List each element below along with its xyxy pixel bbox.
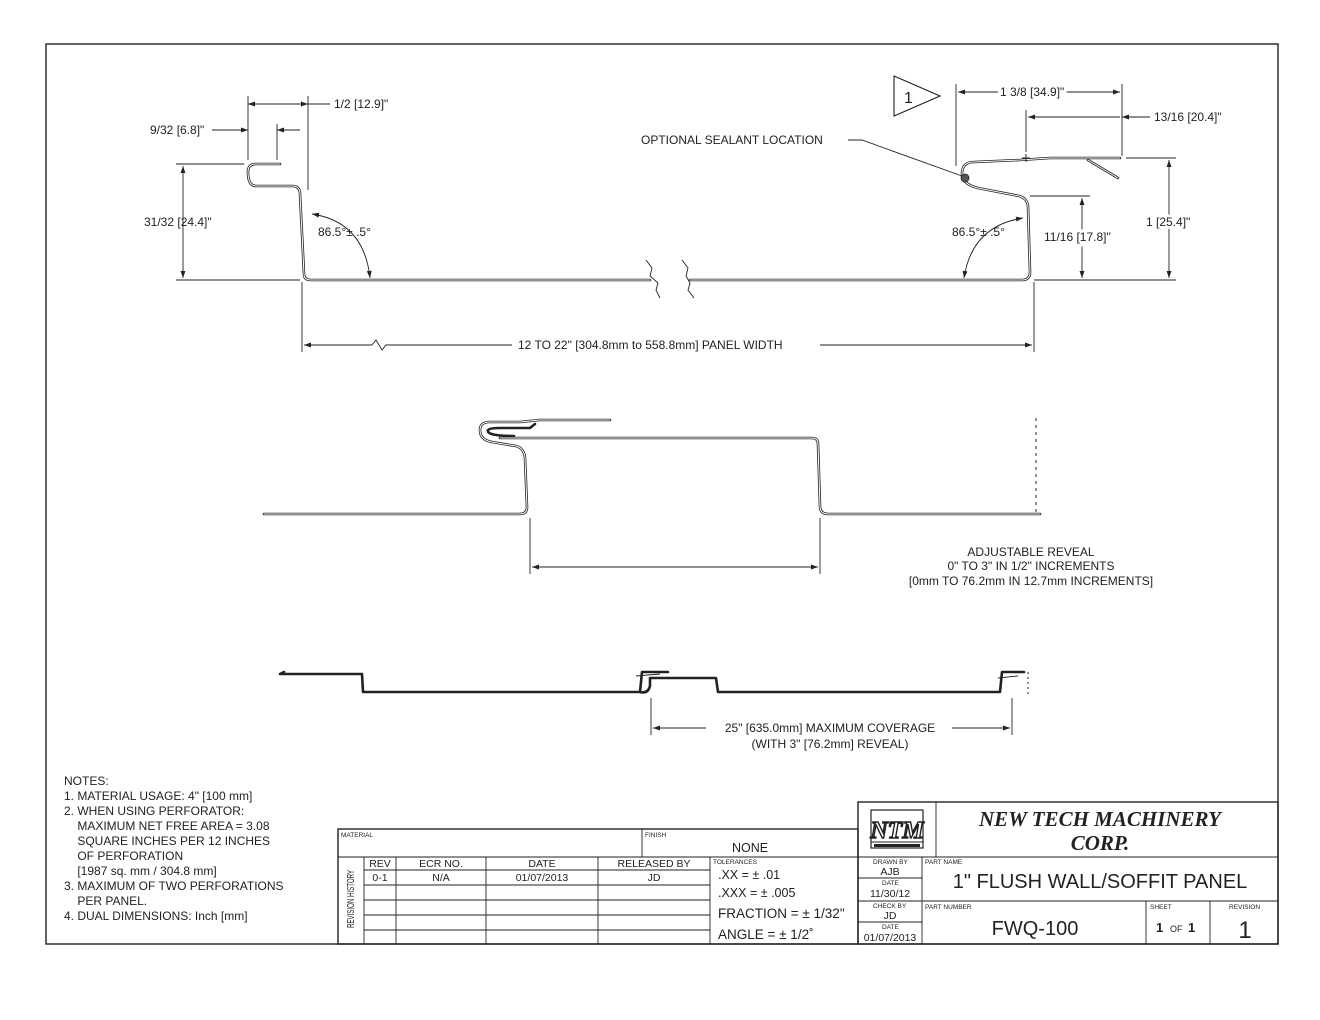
dim-right-leg: 11/16 [17.8]" (1044, 230, 1111, 244)
ecr-cell: N/A (432, 872, 450, 884)
revision-history-label: REVISION HISTORY (346, 870, 357, 928)
drawn-by-value: AJB (880, 866, 899, 878)
middle-assembly-view (262, 418, 1042, 574)
bottom-coverage-view (278, 670, 1029, 735)
dim-hook-gap: 9/32 [6.8]" (150, 123, 204, 137)
rev-cell: 0-1 (372, 872, 387, 884)
notes-line: NOTES: (64, 774, 109, 788)
company-name-line-1: NEW TECH MACHINERY (978, 807, 1223, 831)
logo-text: NTM (869, 818, 925, 844)
released-cell: JD (648, 872, 661, 884)
tolerance-xx: .XX = ± .01 (718, 868, 780, 882)
revision-row: 0-1 N/A 01/07/2013 JD (372, 872, 660, 884)
notes-line: 3. MAXIMUM OF TWO PERFORATIONS (64, 879, 284, 893)
reveal-note: ADJUSTABLE REVEAL 0" TO 3" IN 1/2" INCRE… (909, 545, 1153, 588)
sheet-total: 1 (1188, 920, 1195, 935)
part-name-value: 1" FLUSH WALL/SOFFIT PANEL (953, 871, 1248, 893)
tolerance-angle: ANGLE = ± 1/2˚ (718, 927, 814, 942)
date-header: DATE (528, 858, 555, 870)
reveal-line-1: ADJUSTABLE REVEAL (967, 545, 1094, 559)
title-block: MATERIAL FINISH NONE REVISION HISTORY RE… (337, 801, 1279, 945)
reveal-line-2: 0" TO 3" IN 1/2" INCREMENTS (947, 559, 1114, 573)
top-view-dimensions (176, 75, 1176, 352)
coverage-line-2: (WITH 3" [76.2mm] REVEAL) (752, 737, 909, 751)
check-by-value: JD (884, 910, 897, 922)
angle-left: 86.5°± .5° (318, 225, 371, 239)
sheet-of: OF (1170, 924, 1183, 934)
part-number-value: FWQ-100 (992, 918, 1079, 940)
notes-line: SQUARE INCHES PER 12 INCHES (64, 834, 270, 848)
notes-line: 4. DUAL DIMENSIONS: Inch [mm] (64, 909, 248, 923)
notes-line: [1987 sq. mm / 304.8 mm] (64, 864, 217, 878)
dim-right-height: 1 [25.4]" (1146, 215, 1190, 229)
date-cell: 01/07/2013 (516, 872, 569, 884)
notes-line: OF PERFORATION (64, 849, 183, 863)
rev-header: REV (369, 858, 391, 870)
top-view-labels: 1/2 [12.9]" 9/32 [6.8]" 31/32 [24.4]" 86… (144, 82, 1222, 352)
coverage-line-1: 25" [635.0mm] MAXIMUM COVERAGE (725, 721, 935, 735)
drawn-by-label: DRAWN BY (873, 859, 908, 866)
released-header: RELEASED BY (618, 858, 691, 870)
reveal-line-3: [0mm TO 76.2mm IN 12.7mm INCREMENTS] (909, 574, 1153, 588)
check-by-label: CHECK BY (873, 903, 907, 910)
revision-label: REVISION (1229, 904, 1260, 911)
tolerances-label: TOLERANCES (713, 859, 758, 866)
sheet-value: 1 (1156, 920, 1163, 935)
tolerance-fraction: FRACTION = ± 1/32" (718, 906, 845, 921)
dim-right-lip: 13/16 [20.4]" (1154, 110, 1222, 124)
dim-half-inch: 1/2 [12.9]" (334, 97, 388, 111)
ecr-header: ECR NO. (419, 858, 463, 870)
dim-left-height: 31/32 [24.4]" (144, 215, 212, 229)
top-panel-profile-view (246, 154, 1122, 299)
material-label: MATERIAL (341, 832, 373, 839)
company-name-line-2: CORP. (1071, 831, 1130, 855)
coverage-note: 25" [635.0mm] MAXIMUM COVERAGE (WITH 3" … (725, 721, 935, 751)
sheet-label: SHEET (1150, 904, 1172, 911)
notes-line: PER PANEL. (64, 894, 147, 908)
panel-width-label: 12 TO 22" [304.8mm to 558.8mm] PANEL WID… (518, 338, 783, 352)
flag-number: 1 (904, 90, 913, 107)
notes-line: 2. WHEN USING PERFORATOR: (64, 804, 244, 818)
notes-line: 1. MATERIAL USAGE: 4" [100 mm] (64, 789, 252, 803)
dim-right-top: 1 3/8 [34.9]" (1000, 85, 1064, 99)
revision-value: 1 (1238, 917, 1251, 944)
tolerance-xxx: .XXX = ± .005 (718, 886, 795, 900)
drawn-date-value: 11/30/12 (870, 888, 910, 900)
finish-label: FINISH (645, 832, 667, 839)
finish-value: NONE (732, 841, 768, 855)
part-name-label: PART NAME (925, 859, 963, 866)
part-number-label: PART NUMBER (925, 904, 972, 911)
sealant-label: OPTIONAL SEALANT LOCATION (641, 133, 823, 147)
notes-line: MAXIMUM NET FREE AREA = 3.08 (64, 819, 270, 833)
notes-block: NOTES: 1. MATERIAL USAGE: 4" [100 mm] 2.… (64, 774, 284, 923)
check-date-value: 01/07/2013 (864, 932, 917, 944)
check-date-label: DATE (882, 924, 900, 931)
drawn-date-label: DATE (882, 880, 900, 887)
angle-right: 86.5°± .5° (952, 225, 1005, 239)
ntm-logo: NTM (869, 809, 926, 849)
